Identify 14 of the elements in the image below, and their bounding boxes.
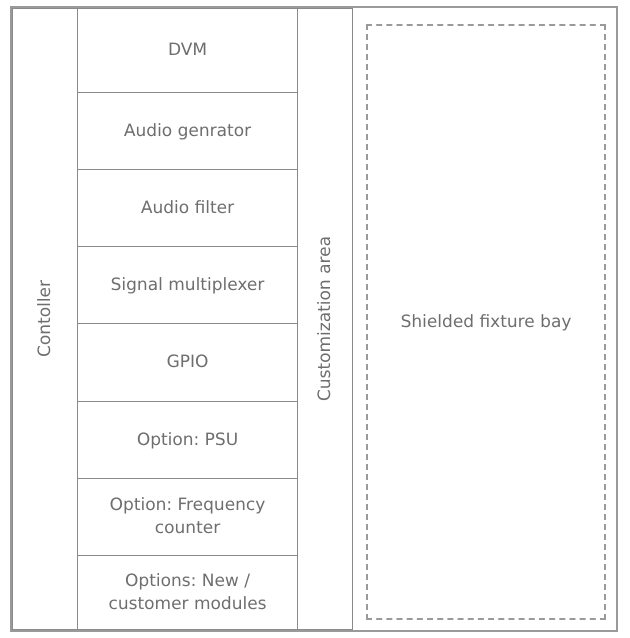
fixture-bay-box (366, 24, 606, 620)
module-label: Option: Frequency counter (108, 494, 266, 540)
module-label: Signal multiplexer (110, 274, 266, 296)
vertical-band (297, 8, 353, 630)
module-label: DVM (166, 39, 208, 62)
module-label: GPIO (166, 351, 210, 374)
rotated-label: Customization area (314, 236, 336, 402)
module-label: Options: New / customer modules (107, 570, 268, 616)
vertical-band (12, 8, 78, 630)
module-label: Option: PSU (136, 428, 240, 452)
module-label: Shielded fixture bay (400, 310, 572, 334)
module-label: Audio filter (140, 196, 236, 220)
rotated-label: Contoller (34, 280, 56, 358)
module-label: Audio genrator (122, 120, 252, 142)
